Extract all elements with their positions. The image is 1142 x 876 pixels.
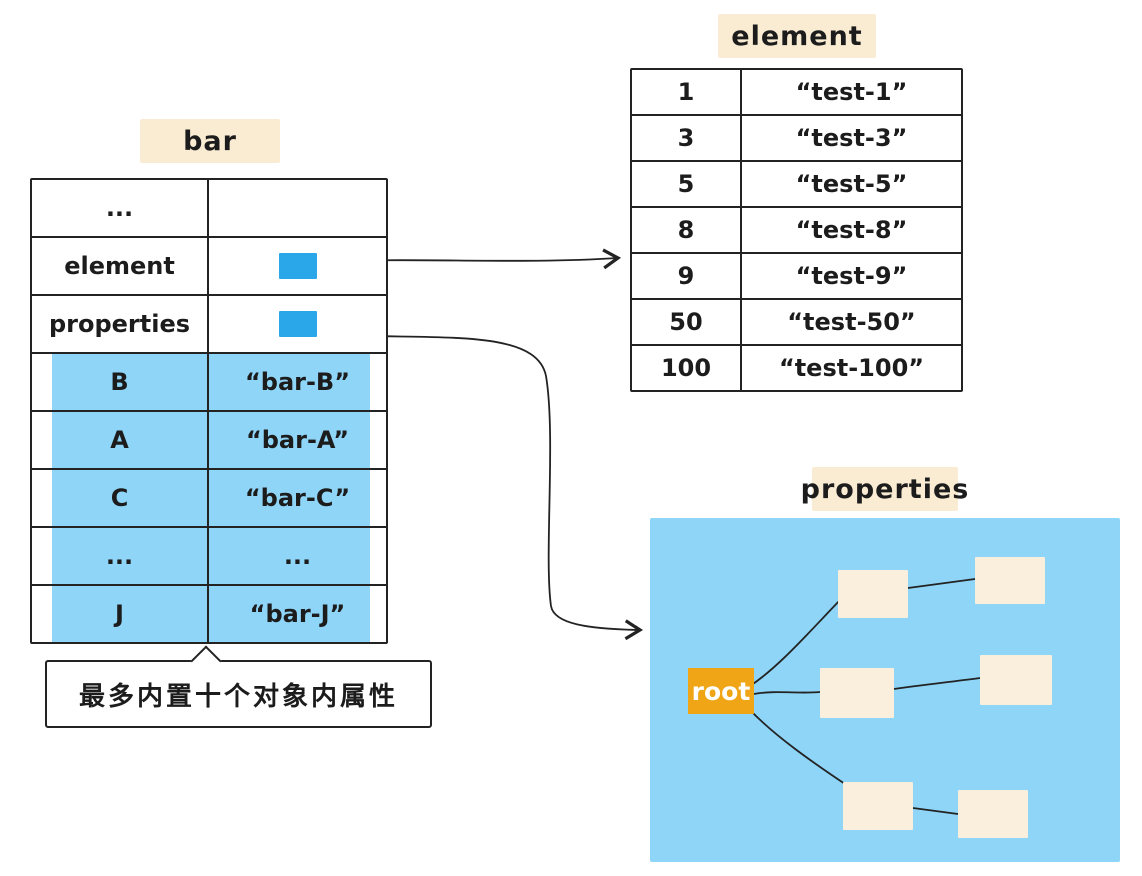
- bar-row-value: “bar-J”: [249, 600, 346, 628]
- highlight-band: [52, 586, 370, 642]
- table-row: ...: [32, 180, 386, 238]
- table-row-highlighted: B “bar-B”: [32, 354, 386, 412]
- table-row: 50 “test-50”: [632, 300, 961, 346]
- element-row-value: “test-1”: [795, 78, 908, 106]
- element-row-value: “test-5”: [795, 170, 908, 198]
- bar-row-value: [209, 238, 386, 294]
- element-row-key: 1: [632, 70, 742, 114]
- bar-row-value: [209, 296, 386, 352]
- bar-row-value: “bar-C”: [244, 484, 351, 512]
- table-row: element: [32, 238, 386, 296]
- table-row-highlighted: J “bar-J”: [32, 586, 386, 642]
- bar-row-key: element: [32, 238, 209, 294]
- bar-row-key: ...: [32, 180, 209, 236]
- tree-edges: [749, 578, 981, 815]
- tree-node: [958, 790, 1028, 838]
- table-row-highlighted: A “bar-A”: [32, 412, 386, 470]
- element-row-key: 5: [632, 162, 742, 206]
- table-row-highlighted: C “bar-C”: [32, 470, 386, 528]
- highlight-band: [52, 412, 370, 468]
- tree-node: [975, 557, 1045, 604]
- element-row-key: 100: [632, 346, 742, 390]
- highlight-band: [52, 528, 370, 584]
- bar-row-value: “bar-B”: [244, 368, 350, 396]
- tree-node: [980, 655, 1052, 705]
- bar-table-label: bar: [140, 119, 280, 163]
- table-row: 9 “test-9”: [632, 254, 961, 300]
- highlight-band: [52, 470, 370, 526]
- bar-row-key: C: [32, 470, 209, 526]
- table-row: 5 “test-5”: [632, 162, 961, 208]
- tree-node: [843, 782, 913, 830]
- note-callout: 最多内置十个对象内属性: [45, 645, 432, 728]
- table-row: 3 “test-3”: [632, 116, 961, 162]
- root-node: root: [688, 668, 754, 714]
- highlight-band: [52, 354, 370, 410]
- bar-row-key: B: [32, 354, 209, 410]
- bar-row-key: ...: [32, 528, 209, 584]
- bar-row-value: “bar-A”: [245, 426, 350, 454]
- callout-tail: [190, 645, 222, 677]
- table-row: properties: [32, 296, 386, 354]
- element-row-value: “test-100”: [778, 354, 925, 382]
- bar-row-value: ...: [283, 542, 312, 570]
- bar-row-key: J: [32, 586, 209, 642]
- properties-panel-label: properties: [801, 467, 968, 511]
- table-row: 100 “test-100”: [632, 346, 961, 390]
- properties-panel: root: [650, 518, 1120, 862]
- note-text: 最多内置十个对象内属性: [78, 681, 398, 712]
- table-row: 8 “test-8”: [632, 208, 961, 254]
- element-row-value: “test-50”: [787, 308, 916, 336]
- properties-pointer-swatch: [278, 311, 317, 337]
- element-row-key: 3: [632, 116, 742, 160]
- element-row-value: “test-9”: [795, 262, 908, 290]
- tree-node: [820, 668, 894, 718]
- element-row-key: 8: [632, 208, 742, 252]
- bar-row-value: [209, 180, 386, 236]
- table-row: 1 “test-1”: [632, 70, 961, 116]
- element-table-label: element: [718, 14, 876, 58]
- bar-row-key: properties: [32, 296, 209, 352]
- element-table: 1 “test-1” 3 “test-3” 5 “test-5” 8 “test…: [630, 68, 963, 392]
- bar-row-key: A: [32, 412, 209, 468]
- element-pointer-swatch: [278, 253, 317, 279]
- table-row-highlighted: ... ...: [32, 528, 386, 586]
- tree-node: [838, 570, 908, 618]
- element-row-key: 9: [632, 254, 742, 298]
- element-row-value: “test-8”: [795, 216, 908, 244]
- element-row-key: 50: [632, 300, 742, 344]
- bar-table: ... element properties B “bar-B” A “bar-…: [30, 178, 388, 644]
- element-row-value: “test-3”: [795, 124, 908, 152]
